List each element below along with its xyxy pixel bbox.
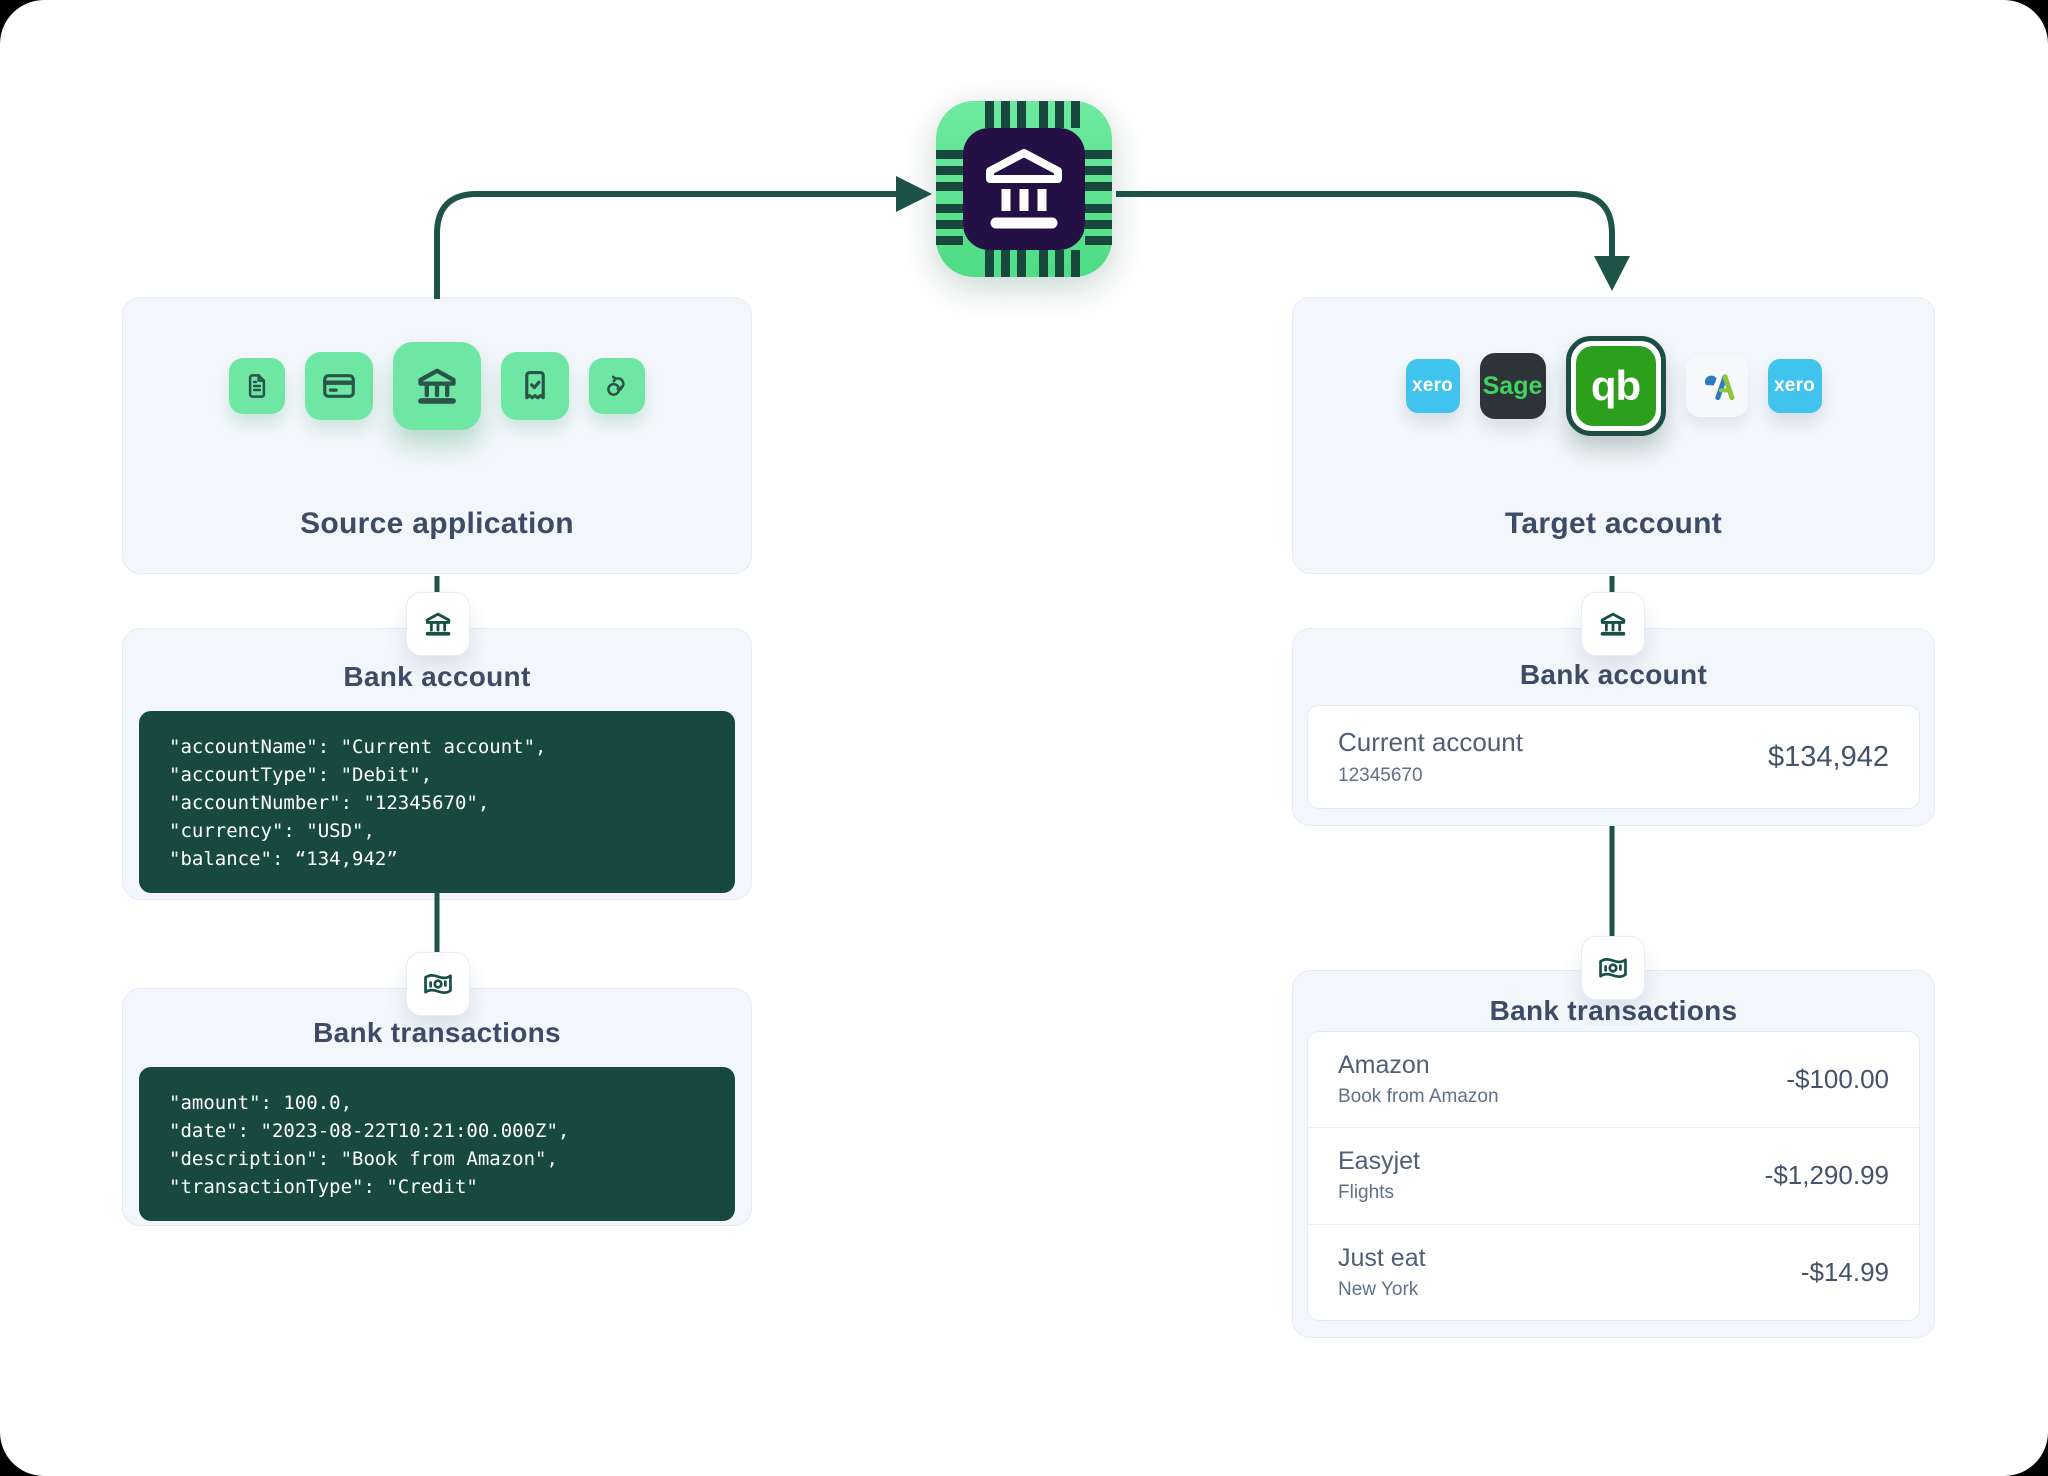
bank-account-title: Bank account [1519, 659, 1708, 690]
code-line: "description": "Book from Amazon", [169, 1148, 558, 1170]
target-panel-title: Target account [1504, 507, 1722, 540]
transactions-list: Amazon Book from Amazon -$100.00 Easyjet… [1307, 1031, 1920, 1321]
transaction-amount: -$100.00 [1786, 1064, 1889, 1095]
transaction-row: Just eat New York -$14.99 [1308, 1223, 1919, 1320]
bank-icon [406, 592, 470, 656]
transaction-row: Easyjet Flights -$1,290.99 [1308, 1127, 1919, 1223]
code-line: "balance": “134,942” [169, 848, 398, 870]
banknote-icon [406, 952, 470, 1016]
account-balance: $134,942 [1768, 740, 1889, 773]
transaction-name: Amazon [1338, 1051, 1430, 1080]
banknote-icon [1581, 936, 1645, 1000]
bank-transactions-title: Bank transactions [1489, 995, 1738, 1026]
source-app-icons [123, 338, 751, 434]
freeagent-logo [1685, 355, 1748, 417]
bank-transactions-json: "amount": 100.0, "date": "2023-08-22T10:… [139, 1067, 735, 1221]
transaction-row: Amazon Book from Amazon -$100.00 [1308, 1032, 1919, 1127]
transaction-info: Easyjet Flights [1338, 1147, 1420, 1204]
source-panel-title: Source application [300, 507, 574, 540]
code-line: "amount": 100.0, [169, 1092, 353, 1114]
sync-icon [589, 358, 645, 414]
code-line: "accountNumber": "12345670", [169, 792, 490, 814]
bank-icon [393, 342, 481, 430]
bank-account-title: Bank account [343, 661, 531, 692]
transaction-info: Amazon Book from Amazon [1338, 1051, 1499, 1108]
account-info: Current account 12345670 [1338, 727, 1523, 787]
bank-transactions-title: Bank transactions [313, 1017, 561, 1048]
account-number: 12345670 [1338, 765, 1423, 786]
target-account-panel: xero Sage qb xero Target account [1292, 297, 1935, 574]
bank-chip-icon [936, 101, 1112, 277]
source-bank-transactions-panel: Bank transactions "amount": 100.0, "date… [122, 988, 752, 1226]
sage-logo: Sage [1479, 353, 1546, 419]
target-bank-account-panel: Bank account Current account 12345670 $1… [1292, 628, 1935, 826]
code-line: "transactionType": "Credit" [169, 1176, 478, 1198]
transaction-amount: -$1,290.99 [1764, 1160, 1889, 1191]
credit-card-icon [305, 352, 373, 420]
transaction-info: Just eat New York [1338, 1244, 1426, 1301]
source-application-panel: Source application [122, 297, 752, 574]
account-name: Current account [1338, 727, 1523, 757]
xero-logo: xero [1405, 359, 1460, 413]
transaction-description: New York [1338, 1278, 1419, 1300]
bank-icon [1581, 592, 1645, 656]
document-icon [229, 358, 285, 414]
code-line: "date": "2023-08-22T10:21:00.000Z", [169, 1120, 570, 1142]
bank-chip-graphic [936, 101, 1112, 277]
bank-account-json: "accountName": "Current account", "accou… [139, 711, 735, 893]
account-summary-card: Current account 12345670 $134,942 [1307, 705, 1920, 809]
transaction-amount: -$14.99 [1800, 1256, 1889, 1287]
quickbooks-logo-highlighted: qb [1565, 336, 1666, 436]
target-bank-transactions-panel: Bank transactions Amazon Book from Amazo… [1292, 970, 1935, 1338]
xero-logo: xero [1767, 359, 1822, 413]
code-line: "accountType": "Debit", [169, 764, 433, 786]
transaction-name: Just eat [1338, 1243, 1426, 1272]
source-bank-account-panel: Bank account "accountName": "Current acc… [122, 628, 752, 900]
bank-glyph [986, 149, 1062, 229]
code-line: "currency": "USD", [169, 820, 375, 842]
transaction-description: Flights [1338, 1182, 1394, 1204]
code-line: "accountName": "Current account", [169, 736, 547, 758]
transaction-description: Book from Amazon [1338, 1086, 1499, 1108]
quickbooks-monogram: qb [1575, 346, 1656, 426]
receipt-check-icon [501, 352, 569, 420]
target-logos: xero Sage qb xero [1293, 336, 1934, 436]
transaction-name: Easyjet [1338, 1147, 1420, 1176]
